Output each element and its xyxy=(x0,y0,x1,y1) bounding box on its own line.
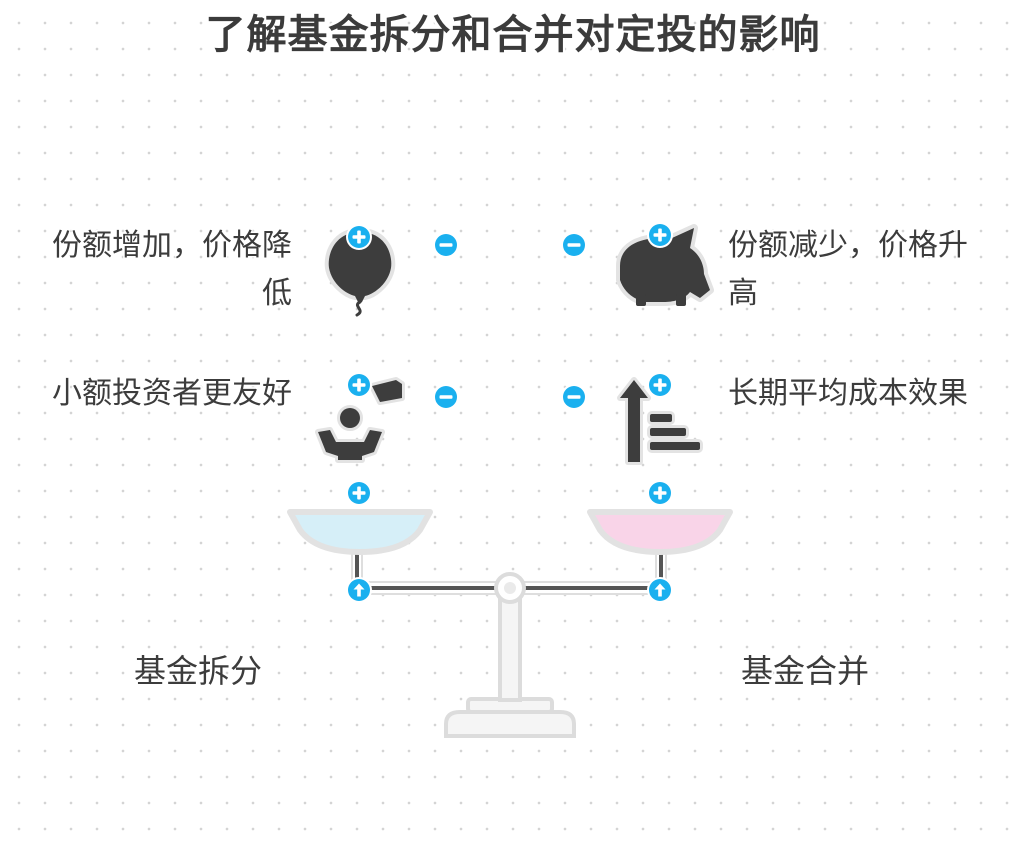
arrow-up-icon xyxy=(346,577,372,603)
plus-badge-icon xyxy=(647,222,673,248)
left-item-2-label: 小额投资者更友好 xyxy=(52,376,292,411)
balloon-icon xyxy=(324,228,396,317)
minus-badge-icon xyxy=(561,232,587,258)
plus-badge-icon xyxy=(346,480,372,506)
plus-badge-icon xyxy=(346,372,372,398)
person-receiving-coin-icon xyxy=(315,377,405,463)
minus-badge-icon xyxy=(433,384,459,410)
left-item-1-label: 份额增加，价格降低 xyxy=(52,228,292,311)
scale-beam xyxy=(355,572,665,604)
minus-badge-icon xyxy=(561,384,587,410)
arrow-up-icon xyxy=(647,577,673,603)
page-title: 了解基金拆分和合并对定投的影响 xyxy=(205,12,821,58)
right-item-2-label: 长期平均成本效果 xyxy=(728,376,968,411)
scale-stand xyxy=(444,594,576,738)
right-pan xyxy=(587,509,733,555)
left-pan-caption: 基金拆分 xyxy=(134,652,263,690)
plus-badge-icon xyxy=(346,224,372,250)
ascending-bars-icon xyxy=(617,377,703,465)
plus-badge-icon xyxy=(647,372,673,398)
left-pan xyxy=(287,509,433,555)
minus-badge-icon xyxy=(433,232,459,258)
plus-badge-icon xyxy=(647,480,673,506)
right-item-1-label: 份额减少，价格升高 xyxy=(728,228,968,311)
right-pan-caption: 基金合并 xyxy=(741,652,870,690)
